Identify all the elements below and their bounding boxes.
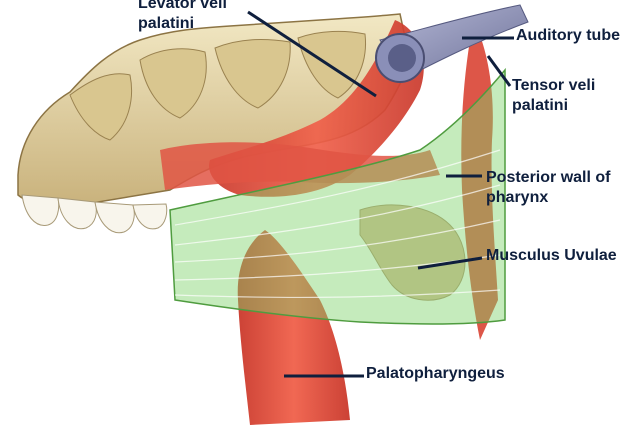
leader-levator [247, 10, 377, 98]
leader-uvulae [417, 256, 483, 270]
leader-lines [247, 10, 514, 378]
label-auditory-tube: Auditory tube [516, 26, 620, 46]
palatine-aponeurosis [160, 142, 440, 190]
label-tensor-line1: Tensor veli [512, 77, 596, 94]
label-palatopharyngeus: Palatopharyngeus [366, 364, 505, 384]
auditory-tube [375, 4, 529, 83]
label-posterior-wall-of-pharynx: Posterior wall of pharynx [486, 168, 610, 208]
label-palato-text: Palatopharyngeus [366, 365, 505, 382]
label-posterior-line1: Posterior wall of [486, 169, 611, 186]
label-tensor-line2: palatini [512, 97, 569, 114]
label-auditory-text: Auditory tube [516, 27, 620, 44]
pharynx-wall [169, 67, 506, 325]
label-levator-line2: palatini [138, 15, 195, 32]
label-musculus-uvulae: Musculus Uvulae [486, 246, 617, 266]
label-tensor-veli-palatini: Tensor veli palatini [512, 76, 595, 116]
label-posterior-line2: pharynx [486, 189, 549, 206]
label-levator-veli-palatini: Levator veli palatini [138, 0, 227, 34]
pharynx-wall-lines [174, 149, 501, 299]
skull-bone [17, 13, 411, 234]
label-levator-line1: Levator veli [138, 0, 227, 12]
label-uvulae-text: Musculus Uvulae [486, 247, 617, 264]
leader-tensor [486, 55, 512, 87]
